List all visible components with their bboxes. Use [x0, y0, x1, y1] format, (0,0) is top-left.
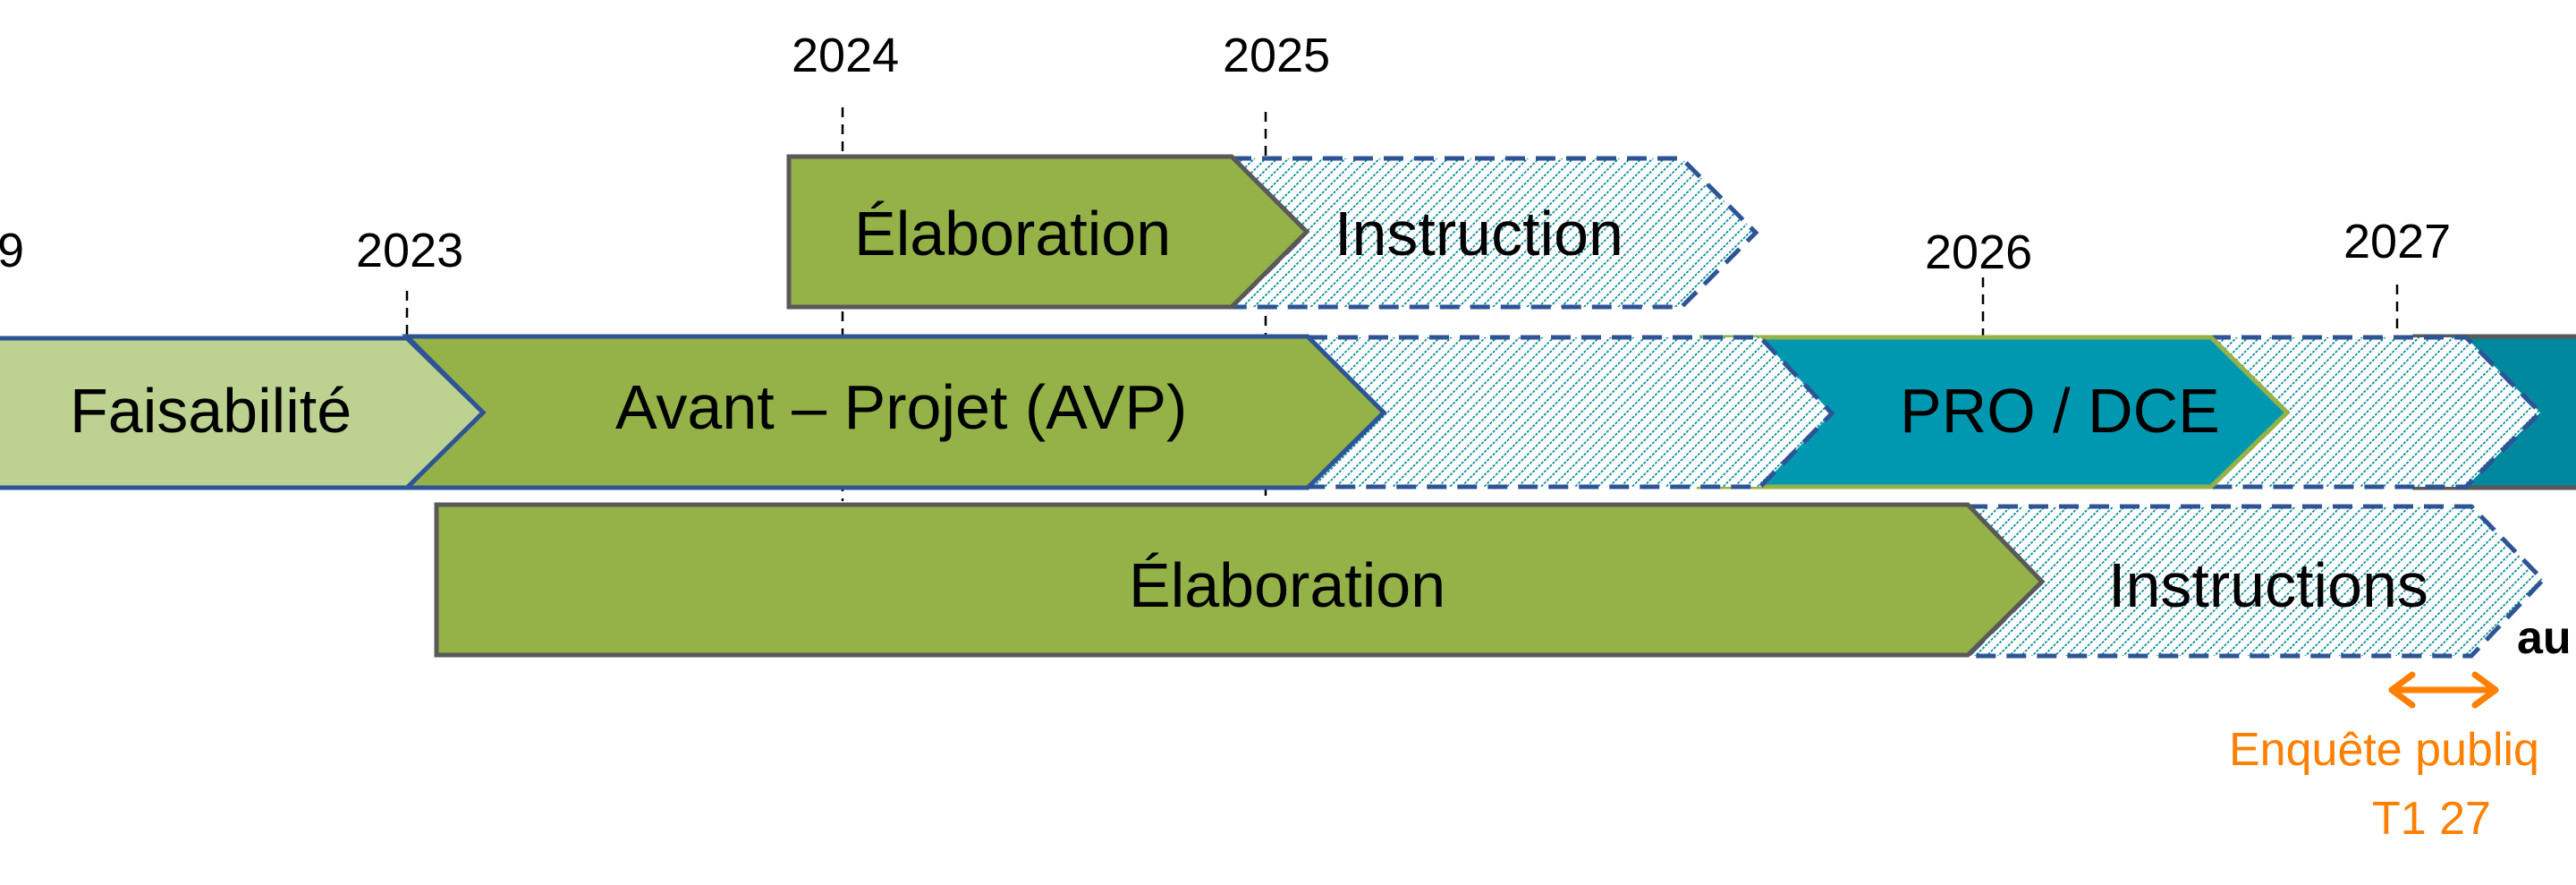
faisabilite-label: Faisabilité	[70, 376, 352, 446]
top-instruction-label: Instruction	[1335, 199, 1623, 268]
bottom-instructions-label: Instructions	[2108, 550, 2428, 620]
main-row: Faisabilité Avant – Projet (AVP) PRO / D…	[0, 334, 2576, 490]
enquete-label-line1: Enquête publiq	[2229, 724, 2539, 776]
top-instruction-shape	[1225, 156, 1759, 310]
avp-label: Avant – Projet (AVP)	[615, 372, 1187, 442]
year-label-2023: 2023	[356, 224, 463, 277]
pro-dce-label: PRO / DCE	[1900, 376, 2220, 446]
bottom-elaboration-shape	[434, 502, 2046, 658]
top-elaboration-label: Élaboration	[854, 199, 1171, 268]
year-label-2025: 2025	[1223, 29, 1330, 82]
top-elaboration-shape	[786, 154, 1310, 310]
year-label-2019: 9	[0, 224, 24, 277]
year-label-2026: 2026	[1925, 226, 2032, 279]
year-label-2024: 2024	[792, 29, 899, 82]
year-label-2027: 2027	[2343, 215, 2451, 268]
faisabilite-shape	[0, 336, 487, 490]
side-bold-label: au	[2517, 612, 2572, 664]
top-row: Élaboration Instruction	[786, 154, 1759, 310]
enquete-label-line2: T1 27	[2372, 793, 2491, 845]
enquete-arrow-icon	[2388, 671, 2499, 709]
bottom-elaboration-label: Élaboration	[1129, 550, 1445, 620]
bottom-row: Élaboration Instructions	[434, 502, 2546, 659]
